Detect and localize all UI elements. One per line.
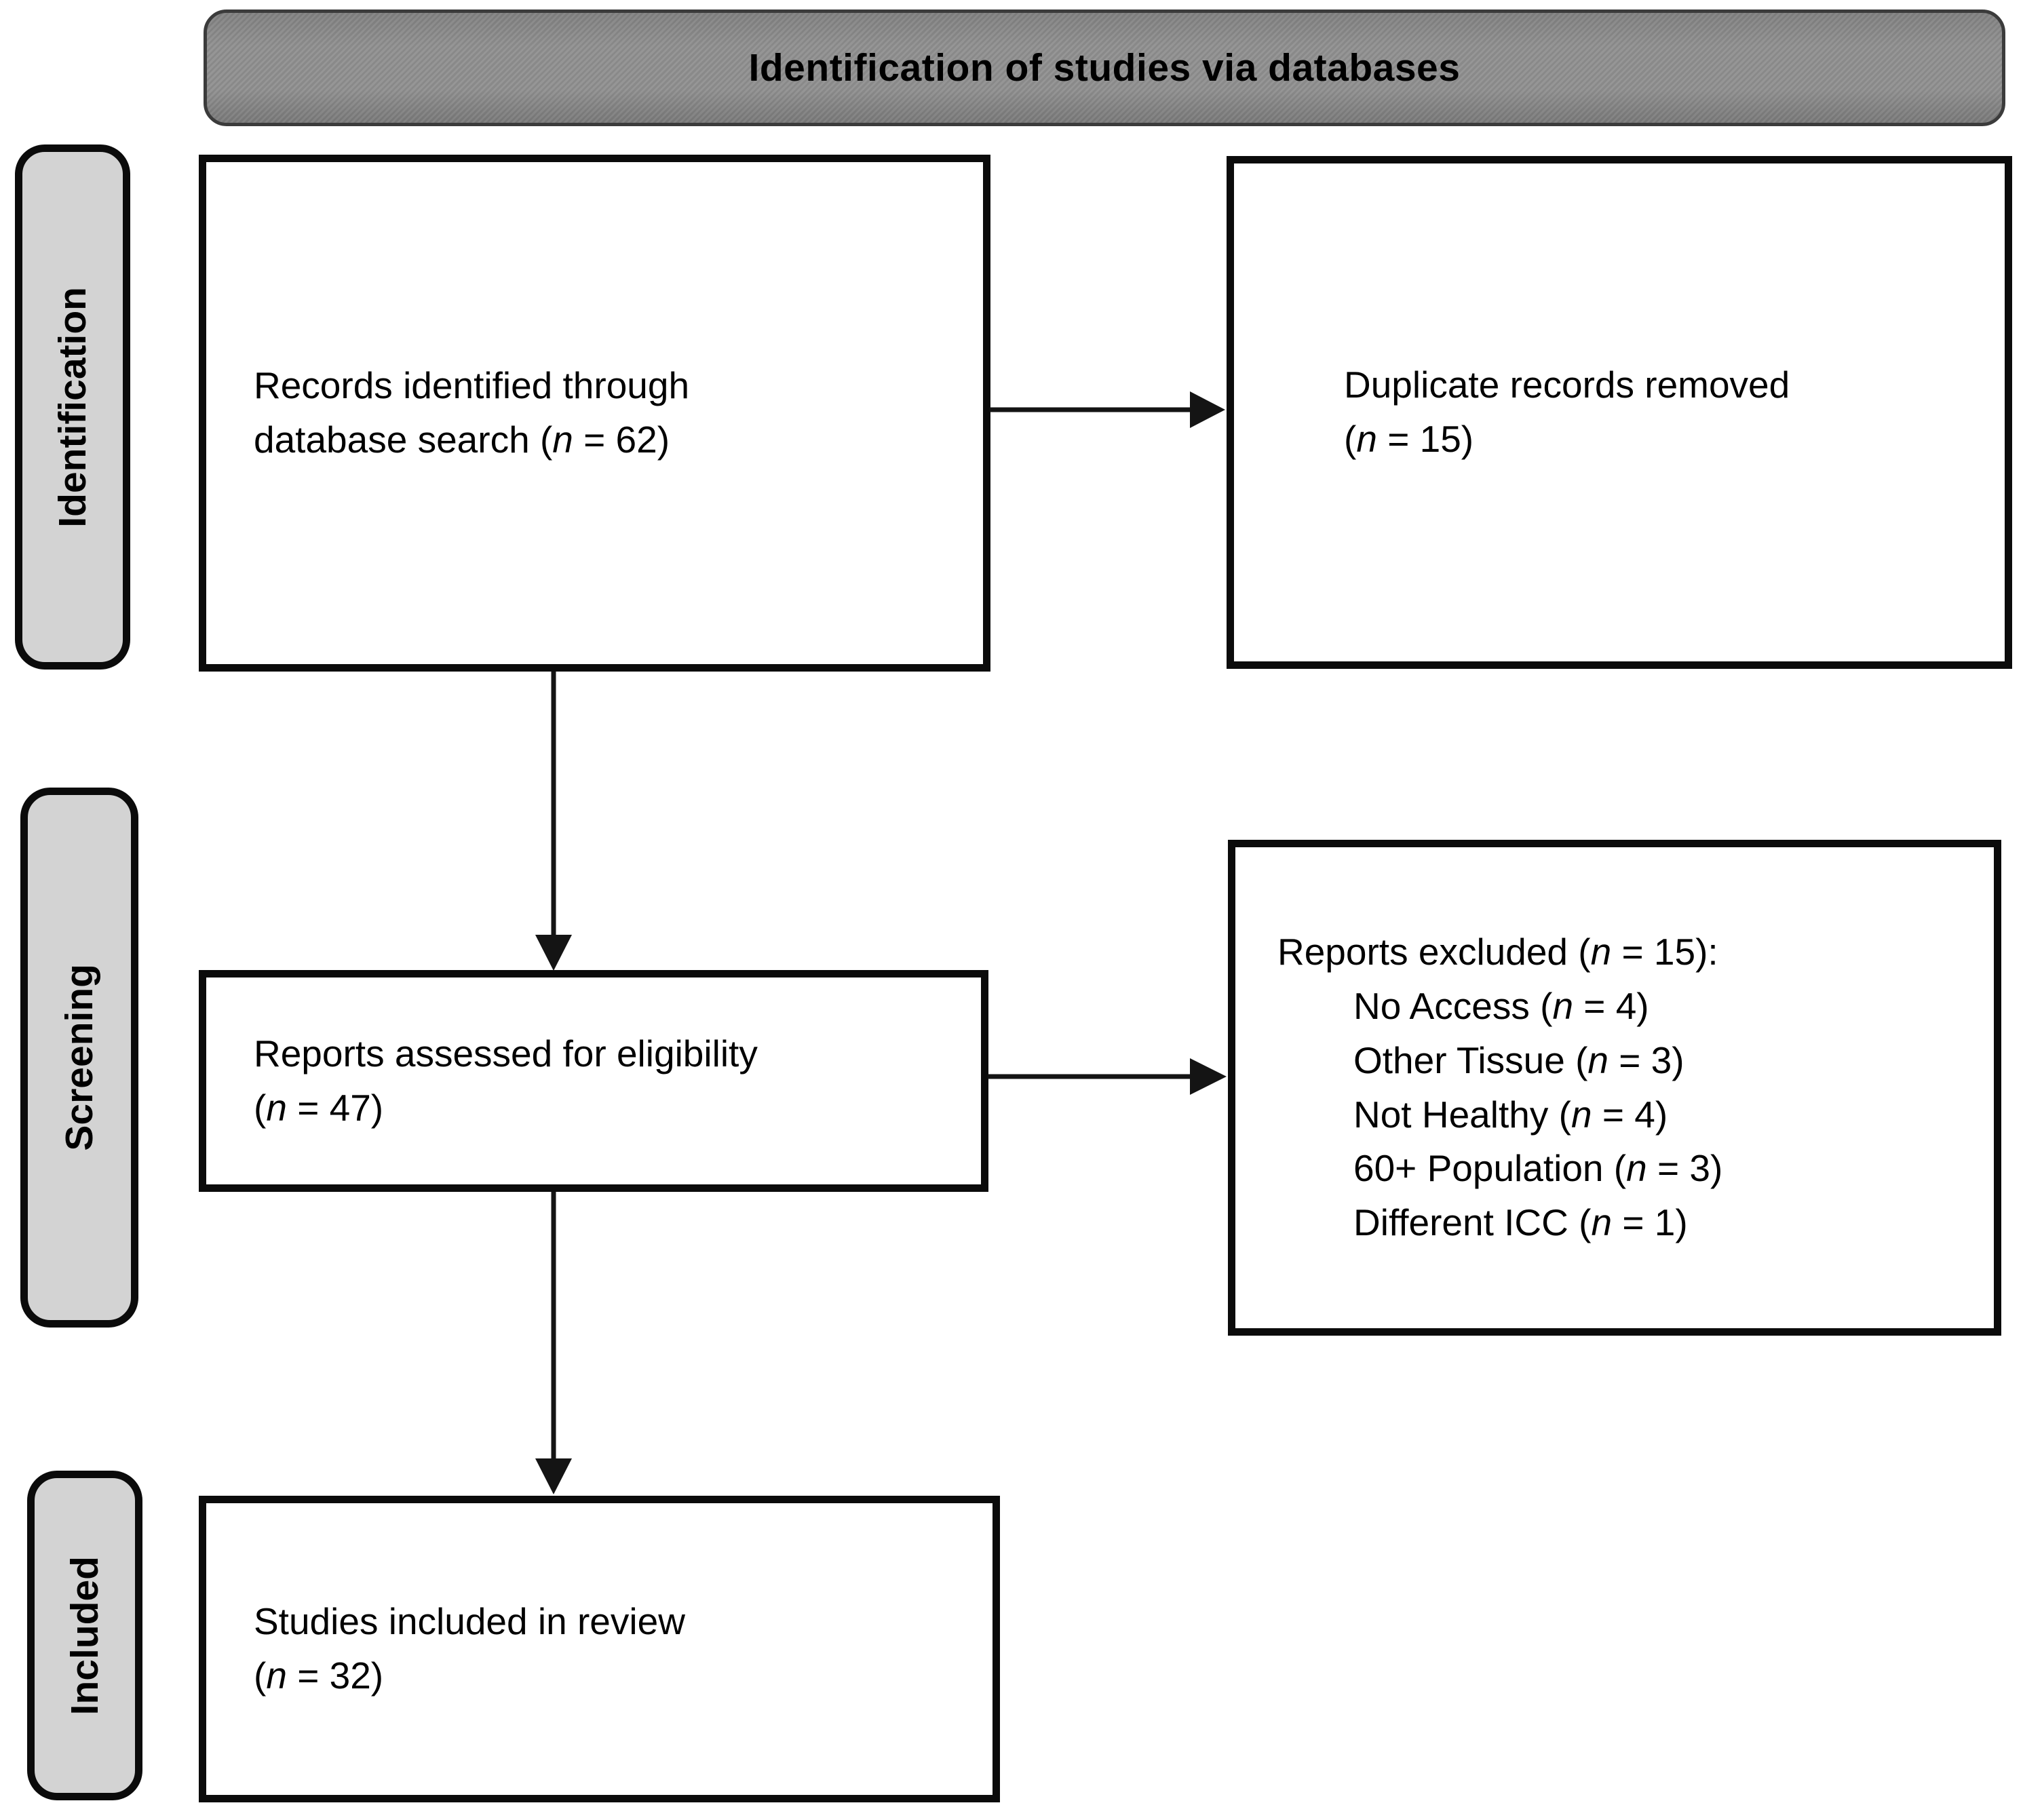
text-line: Reports assessed for eligibility	[254, 1032, 758, 1074]
box-duplicate-records-removed: Duplicate records removed (n = 15)	[1227, 156, 2012, 669]
text-line: No Access (n = 4)	[1353, 985, 1649, 1027]
diagram-title: Identification of studies via databases	[748, 46, 1461, 90]
text-line: (n = 32)	[254, 1654, 384, 1697]
arrowhead-records-to-assessed-icon	[535, 935, 572, 971]
text-line: database search (n = 62)	[254, 419, 670, 461]
reports-excluded-title: Reports excluded (n = 15):	[1277, 931, 1718, 973]
arrowhead-assessed-to-included-icon	[535, 1458, 572, 1494]
box-records-identified: Records identified through database searc…	[199, 155, 990, 672]
text-line: 60+ Population (n = 3)	[1353, 1147, 1723, 1190]
text-line: (n = 47)	[254, 1086, 384, 1129]
diagram-title-banner: Identification of studies via databases	[204, 9, 2005, 126]
text-line: (n = 15)	[1344, 418, 1474, 460]
box-reports-assessed: Reports assessed for eligibility (n = 47)	[199, 970, 988, 1192]
text-line: Different ICC (n = 1)	[1353, 1201, 1688, 1243]
stage-label-included: Included	[27, 1471, 142, 1800]
stage-label-screening: Screening	[20, 788, 138, 1328]
text-line: Duplicate records removed	[1344, 364, 1790, 406]
text-line: Not Healthy (n = 4)	[1353, 1093, 1668, 1136]
arrowhead-records-to-duplicates-icon	[1190, 391, 1225, 428]
text-line: Studies included in review	[254, 1600, 685, 1643]
reports-excluded-items: No Access (n = 4) Other Tissue (n = 3) Not…	[1353, 980, 1980, 1250]
stage-label-identification: Identification	[15, 144, 130, 670]
arrowhead-assessed-to-excluded-icon	[1190, 1058, 1227, 1095]
text-line: Other Tissue (n = 3)	[1353, 1039, 1684, 1081]
box-studies-included: Studies included in review (n = 32)	[199, 1496, 1000, 1802]
box-reports-excluded: Reports excluded (n = 15): No Access (n …	[1228, 840, 2001, 1336]
text-line: Records identified through	[254, 364, 690, 407]
